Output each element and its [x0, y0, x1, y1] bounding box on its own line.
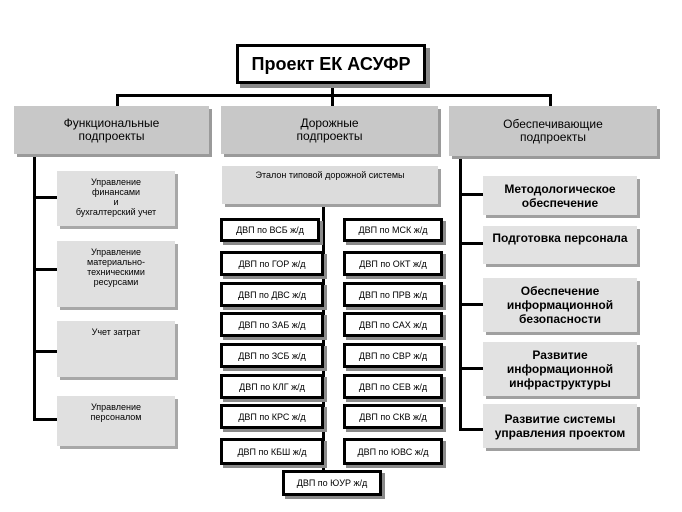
road-header: Дорожные подпроекты: [221, 106, 438, 154]
dvp-label: ДВП по СВР ж/д: [358, 350, 428, 361]
dvp-label: ДВП по МСК ж/д: [358, 225, 428, 235]
dvp-label: ДВП по САХ ж/д: [358, 319, 428, 330]
functional-branch-2: [33, 268, 57, 271]
functional-spine: [33, 155, 36, 421]
functional-branch-4: [33, 418, 57, 421]
etalon-box: Эталон типовой дорожной системы: [222, 166, 438, 204]
dvp-label: ДВП по КБШ ж/д: [237, 446, 307, 457]
dvp-yuvs: ДВП по ЮВС ж/д: [343, 438, 443, 465]
support-branch-3: [459, 303, 483, 306]
support-item-label: Подготовка персонала: [492, 231, 628, 245]
support-item-training: Подготовка персонала: [483, 226, 637, 264]
support-item-label: Обеспечение информационной безопасности: [506, 284, 614, 326]
dvp-skv: ДВП по СКВ ж/д: [343, 404, 443, 429]
dvp-label: ДВП по ВСБ ж/д: [236, 225, 304, 235]
support-item-management: Развитие системы управления проектом: [483, 404, 637, 448]
dvp-krs: ДВП по КРС ж/д: [220, 404, 324, 429]
functional-item-label: Управление материально- техническими рес…: [87, 247, 145, 287]
connector-title-down: [331, 84, 334, 96]
support-item-label: Развитие системы управления проектом: [494, 412, 626, 440]
dvp-label: ДВП по ДВС ж/д: [237, 289, 307, 300]
connector-to-support: [549, 94, 552, 106]
support-branch-5: [459, 428, 483, 431]
project-title-text: Проект ЕК АСУФР: [251, 53, 411, 74]
connector-to-functional: [116, 94, 119, 106]
dvp-label: ДВП по ГОР ж/д: [238, 258, 306, 269]
functional-item-resources: Управление материально- техническими рес…: [57, 241, 175, 307]
support-item-label: Методологическое обеспечение: [504, 181, 616, 210]
project-title: Проект ЕК АСУФР: [236, 44, 426, 84]
dvp-sah: ДВП по САХ ж/д: [343, 312, 443, 337]
support-branch-4: [459, 367, 483, 370]
dvp-gor: ДВП по ГОР ж/д: [220, 251, 324, 276]
dvp-zsb: ДВП по ЗСБ ж/д: [220, 343, 324, 368]
dvp-okt: ДВП по ОКТ ж/д: [343, 251, 443, 276]
support-item-label: Развитие информационной инфраструктуры: [506, 348, 614, 390]
functional-item-personnel: Управление персоналом: [57, 396, 175, 446]
functional-branch-3: [33, 350, 57, 353]
dvp-sev: ДВП по СЕВ ж/д: [343, 374, 443, 399]
dvp-msk: ДВП по МСК ж/д: [343, 218, 443, 242]
support-spine: [459, 157, 462, 431]
dvp-svr: ДВП по СВР ж/д: [343, 343, 443, 368]
functional-branch-1: [33, 196, 57, 199]
support-branch-1: [459, 193, 483, 196]
support-item-methodology: Методологическое обеспечение: [483, 176, 637, 215]
connector-to-road: [331, 94, 334, 106]
functional-header-text: Функциональные подпроекты: [63, 116, 160, 143]
dvp-label: ДВП по ЮВС ж/д: [357, 446, 429, 457]
road-header-text: Дорожные подпроекты: [296, 116, 363, 143]
dvp-prv: ДВП по ПРВ ж/д: [343, 282, 443, 307]
dvp-klg: ДВП по КЛГ ж/д: [220, 374, 324, 399]
functional-item-finance: Управление финансами и бухгалтерский уче…: [57, 171, 175, 226]
functional-item-label: Учет затрат: [91, 327, 141, 337]
dvp-yuur: ДВП по ЮУР ж/д: [282, 470, 382, 496]
dvp-kbsh: ДВП по КБШ ж/д: [220, 438, 324, 465]
dvp-label: ДВП по СЕВ ж/д: [358, 381, 428, 392]
dvp-label: ДВП по ЗАБ ж/д: [238, 319, 306, 330]
functional-header: Функциональные подпроекты: [14, 106, 209, 154]
support-header: Обеспечивающие подпроекты: [449, 106, 657, 156]
etalon-text: Эталон типовой дорожной системы: [255, 170, 405, 180]
functional-item-label: Управление финансами и бухгалтерский уче…: [75, 177, 157, 217]
dvp-label: ДВП по КЛГ ж/д: [239, 381, 305, 392]
dvp-zab: ДВП по ЗАБ ж/д: [220, 312, 324, 337]
dvp-label: ДВП по КРС ж/д: [238, 411, 306, 422]
dvp-label: ДВП по ПРВ ж/д: [358, 289, 428, 300]
dvp-vsb: ДВП по ВСБ ж/д: [220, 218, 320, 242]
dvp-label: ДВП по ЗСБ ж/д: [238, 350, 306, 361]
functional-item-costs: Учет затрат: [57, 321, 175, 377]
support-header-text: Обеспечивающие подпроекты: [503, 117, 603, 144]
dvp-label: ДВП по ОКТ ж/д: [359, 258, 427, 269]
dvp-dvs: ДВП по ДВС ж/д: [220, 282, 324, 307]
support-branch-2: [459, 242, 483, 245]
dvp-label: ДВП по СКВ ж/д: [359, 411, 427, 422]
support-item-security: Обеспечение информационной безопасности: [483, 278, 637, 332]
functional-item-label: Управление персоналом: [90, 402, 142, 422]
support-item-infrastructure: Развитие информационной инфраструктуры: [483, 342, 637, 396]
dvp-label: ДВП по ЮУР ж/д: [296, 478, 368, 488]
